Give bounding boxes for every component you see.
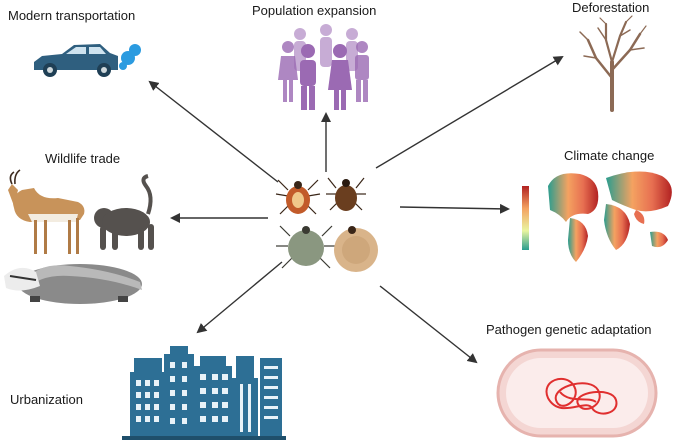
arrow-to-urbanization (196, 261, 283, 334)
label-pathogen-genetic-adaptation: Pathogen genetic adaptation (486, 322, 652, 337)
label-climate-change: Climate change (564, 148, 655, 163)
tick-brown-orange-icon (275, 179, 321, 215)
bare-tree-icon (579, 15, 647, 112)
climate-map-icon (522, 171, 672, 262)
label-population-expansion: Population expansion (252, 3, 377, 18)
label-modern-transportation: Modern transportation (8, 8, 136, 23)
population-group-icon (278, 24, 369, 110)
tick-dark-brown-icon (326, 177, 366, 211)
arrows (148, 55, 564, 364)
arrow-to-climate (399, 203, 510, 214)
tick-gray-green-icon (276, 225, 336, 269)
exhaust-icon (119, 44, 141, 70)
arrow-to-pathogen (379, 285, 478, 364)
arrow-to-deforestation (375, 55, 564, 169)
tick-tan-engorged-icon (334, 226, 378, 272)
gazelle-icon (8, 169, 85, 254)
arrow-to-transportation (148, 80, 279, 183)
label-urbanization: Urbanization (10, 392, 83, 407)
label-wildlife-trade: Wildlife trade (45, 151, 121, 166)
badger-icon (4, 264, 142, 304)
label-deforestation: Deforestation (572, 0, 650, 15)
car-icon (34, 44, 118, 77)
monkey-icon (94, 174, 154, 250)
pathogen-cell-icon (496, 348, 658, 438)
city-buildings-icon (122, 346, 286, 440)
